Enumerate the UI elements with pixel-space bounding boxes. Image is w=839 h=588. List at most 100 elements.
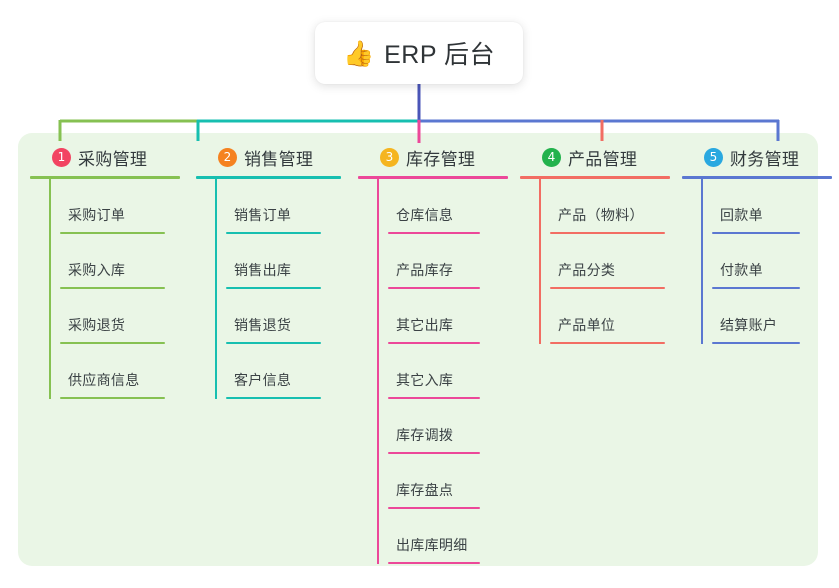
branch-财务管理: 5 财务管理回款单付款单结算账户 [682, 144, 832, 344]
branch-title: 产品管理 [568, 149, 638, 169]
branch-title: 财务管理 [730, 149, 800, 169]
branch-item-label: 客户信息 [234, 372, 292, 388]
branch-underline [358, 176, 508, 179]
branch-item-label: 销售订单 [234, 207, 292, 223]
branch-item-label: 付款单 [720, 262, 763, 278]
branch-item-label: 其它出库 [396, 317, 454, 333]
branch-spine [701, 179, 703, 344]
branch-item-label: 库存调拨 [396, 427, 454, 443]
branch-spine [539, 179, 541, 344]
branch-item-underline [388, 397, 480, 399]
branch-item[interactable]: 库存盘点 [388, 454, 508, 509]
branch-item-underline [226, 287, 321, 289]
branch-items: 回款单付款单结算账户 [682, 179, 832, 344]
branch-item-underline [60, 342, 165, 344]
branch-underline [196, 176, 341, 179]
branch-item-underline [388, 287, 480, 289]
branch-number-badge: 3 [380, 147, 399, 167]
branch-number-badge: 1 [52, 147, 71, 167]
branch-item-underline [550, 342, 665, 344]
branch-number-badge: 5 [704, 147, 723, 167]
branch-header[interactable]: 4 产品管理 [520, 144, 670, 170]
branch-item-label: 库存盘点 [396, 482, 454, 498]
branch-item-label: 产品库存 [396, 262, 454, 278]
branch-header[interactable]: 2 销售管理 [196, 144, 341, 170]
branch-item[interactable]: 产品（物料） [550, 179, 670, 234]
branch-item-underline [226, 232, 321, 234]
branch-item-underline [60, 397, 165, 399]
branch-number-badge: 4 [542, 147, 561, 167]
branch-underline [30, 176, 180, 179]
branch-item-underline [550, 287, 665, 289]
branch-item-label: 采购入库 [68, 262, 126, 278]
branch-item-label: 销售退货 [234, 317, 292, 333]
branch-item[interactable]: 付款单 [712, 234, 832, 289]
branch-item-underline [712, 287, 800, 289]
branch-header[interactable]: 3 库存管理 [358, 144, 508, 170]
branch-underline [520, 176, 670, 179]
branch-item-underline [712, 232, 800, 234]
branch-产品管理: 4 产品管理产品（物料） 产品分类产品单位 [520, 144, 670, 344]
branch-header[interactable]: 1 采购管理 [30, 144, 180, 170]
thumbs-up-icon: 👍 [342, 38, 375, 68]
branch-items: 仓库信息产品库存其它出库其它入库库存调拨库存盘点出库库明细 [358, 179, 508, 564]
branch-item-underline [388, 452, 480, 454]
branch-item[interactable]: 供应商信息 [60, 344, 180, 399]
branch-item-label: 其它入库 [396, 372, 454, 388]
branch-items: 产品（物料） 产品分类产品单位 [520, 179, 670, 344]
branch-title: 库存管理 [406, 149, 476, 169]
branch-item-underline [60, 232, 165, 234]
branch-item-underline [226, 397, 321, 399]
branch-item[interactable]: 其它出库 [388, 289, 508, 344]
branch-item[interactable]: 采购退货 [60, 289, 180, 344]
branch-item[interactable]: 回款单 [712, 179, 832, 234]
branch-item[interactable]: 销售退货 [226, 289, 341, 344]
branch-item-label: 产品分类 [558, 262, 616, 278]
branch-items: 销售订单销售出库销售退货客户信息 [196, 179, 341, 399]
branch-item-underline [550, 232, 665, 234]
branch-spine [377, 179, 379, 564]
branch-item-label: 产品单位 [558, 317, 616, 333]
branch-item[interactable]: 产品库存 [388, 234, 508, 289]
branch-underline [682, 176, 832, 179]
branch-title: 销售管理 [244, 149, 314, 169]
branch-spine [215, 179, 217, 399]
branch-item[interactable]: 产品分类 [550, 234, 670, 289]
branch-item-label: 产品（物料） [558, 207, 644, 223]
branch-item-underline [388, 507, 480, 509]
branch-item[interactable]: 销售订单 [226, 179, 341, 234]
branch-item-label: 回款单 [720, 207, 763, 223]
branch-item[interactable]: 销售出库 [226, 234, 341, 289]
branch-item[interactable]: 库存调拨 [388, 399, 508, 454]
branch-item-label: 销售出库 [234, 262, 292, 278]
branch-item[interactable]: 采购订单 [60, 179, 180, 234]
branch-number-badge: 2 [218, 147, 237, 167]
root-node[interactable]: 👍 ERP 后台 [315, 22, 523, 84]
branch-item-label: 采购订单 [68, 207, 126, 223]
branch-库存管理: 3 库存管理仓库信息产品库存其它出库其它入库库存调拨库存盘点出库库明细 [358, 144, 508, 564]
branch-item[interactable]: 出库库明细 [388, 509, 508, 564]
branches-panel [18, 133, 818, 566]
branch-item-underline [60, 287, 165, 289]
branch-item[interactable]: 结算账户 [712, 289, 832, 344]
branch-item-underline [388, 562, 480, 564]
branch-item-label: 出库库明细 [396, 537, 468, 553]
branch-采购管理: 1 采购管理采购订单采购入库采购退货供应商信息 [30, 144, 180, 399]
branch-item[interactable]: 客户信息 [226, 344, 341, 399]
branch-item-underline [388, 232, 480, 234]
root-node-title: ERP 后台 [384, 41, 496, 69]
branch-item-label: 供应商信息 [68, 372, 140, 388]
branch-item[interactable]: 产品单位 [550, 289, 670, 344]
branch-item[interactable]: 其它入库 [388, 344, 508, 399]
branch-销售管理: 2 销售管理销售订单销售出库销售退货客户信息 [196, 144, 341, 399]
branch-item-label: 仓库信息 [396, 207, 454, 223]
branch-item-underline [226, 342, 321, 344]
branch-title: 采购管理 [78, 149, 148, 169]
branch-item-label: 结算账户 [720, 317, 778, 333]
branch-items: 采购订单采购入库采购退货供应商信息 [30, 179, 180, 399]
branch-header[interactable]: 5 财务管理 [682, 144, 832, 170]
branch-item[interactable]: 仓库信息 [388, 179, 508, 234]
branch-item-label: 采购退货 [68, 317, 126, 333]
branch-item[interactable]: 采购入库 [60, 234, 180, 289]
